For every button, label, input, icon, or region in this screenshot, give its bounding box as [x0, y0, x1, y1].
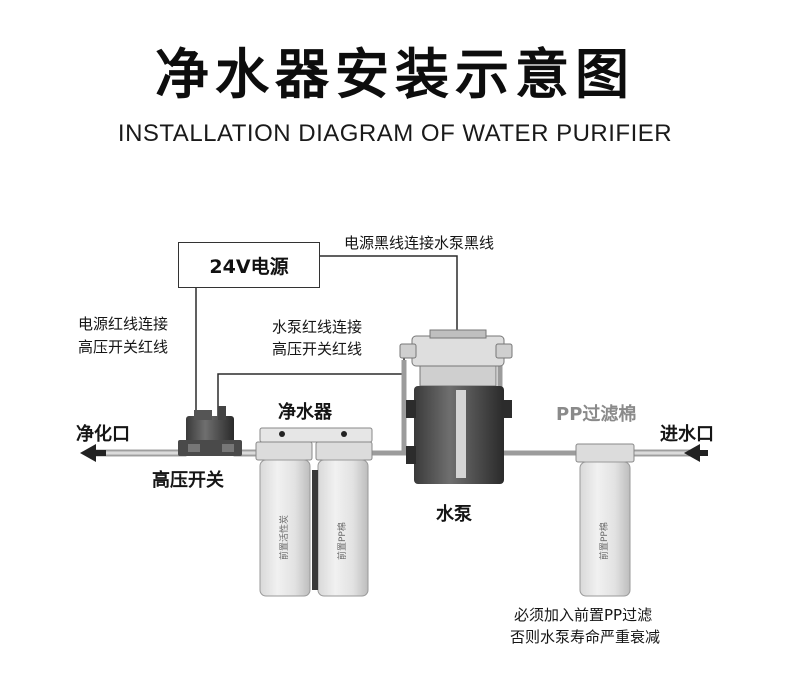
pp-filter-housing: [579, 461, 631, 597]
purifier-unit: [255, 427, 373, 597]
inlet-arrow-tail: [700, 450, 708, 456]
purifier-housing-left: [259, 459, 311, 597]
pp-filter-unit: [575, 443, 635, 597]
outlet-label: 净化口: [76, 424, 130, 445]
cartridge-label-right: 前置PP棉: [598, 522, 610, 560]
high-pressure-switch: [178, 406, 242, 456]
power-supply-box: 24V电源: [178, 242, 320, 288]
outlet-arrow-icon: [80, 444, 96, 462]
pp-filter-label: PP过滤棉: [556, 404, 637, 425]
page-subtitle: INSTALLATION DIAGRAM OF WATER PURIFIER: [117, 120, 673, 147]
page-title: 净水器安装示意图: [155, 43, 635, 106]
cartridge-label-left: 前置活性炭: [278, 515, 290, 560]
pump-red-wire-label-1: 水泵红线连接: [272, 318, 363, 336]
purifier-label: 净水器: [278, 402, 332, 423]
inlet-label: 进水口: [660, 424, 714, 445]
inlet-pipe: [629, 449, 693, 457]
switch-label: 高压开关: [152, 470, 224, 491]
filter-to-pump-pipe: [372, 360, 407, 456]
outlet-arrow-tail: [96, 450, 106, 456]
pump-label: 水泵: [436, 504, 472, 525]
water-pump: [399, 329, 513, 484]
power-red-wire-label-1: 电源红线连接: [78, 315, 169, 333]
cartridge-label-middle: 前置PP棉: [336, 522, 348, 560]
power-red-wire-label-2: 高压开关红线: [78, 338, 169, 356]
inlet-arrow-icon: [684, 444, 700, 462]
note-line-2: 否则水泵寿命严重衰减: [510, 628, 661, 646]
purifier-bracket: [259, 427, 373, 443]
pump-red-wire-label-2: 高压开关红线: [272, 340, 363, 358]
black-wire-label: 电源黑线连接水泵黑线: [344, 234, 495, 252]
note-line-1: 必须加入前置PP过滤: [514, 606, 653, 624]
outlet-pipe: [95, 449, 187, 457]
black-wire: [318, 255, 458, 336]
